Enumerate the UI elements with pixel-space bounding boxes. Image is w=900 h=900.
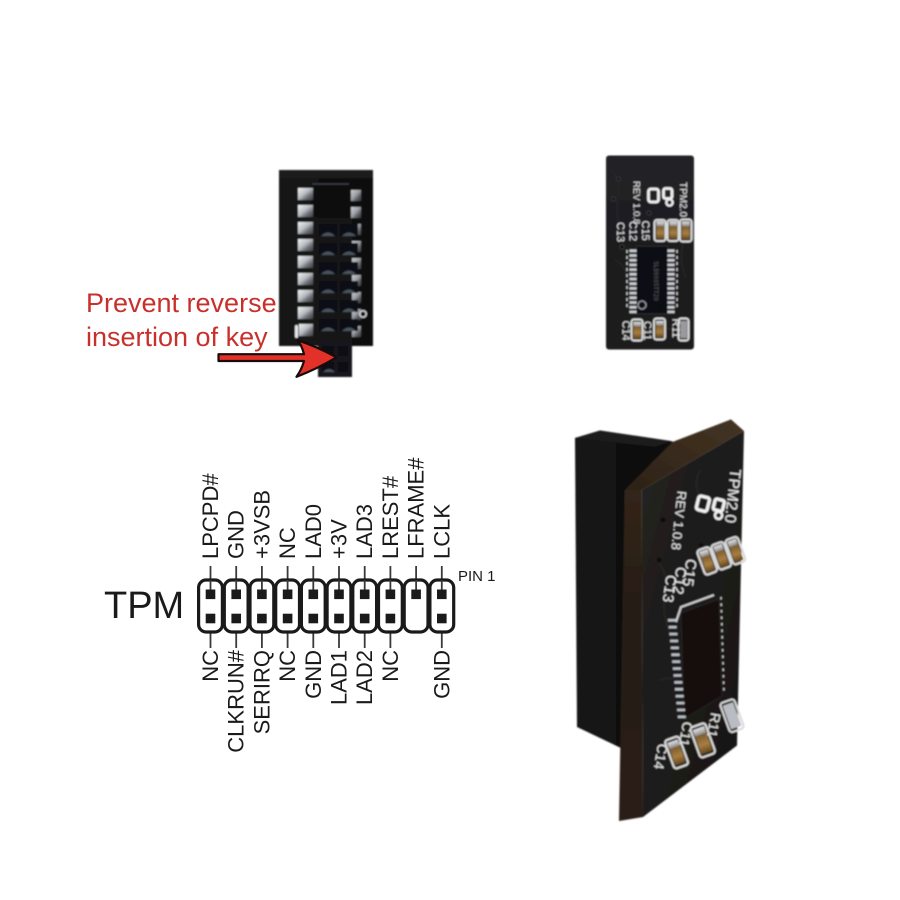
svg-text:R11: R11 [670, 319, 682, 338]
svg-text:C14: C14 [620, 321, 632, 341]
svg-text:C15: C15 [639, 221, 651, 241]
svg-text:LAD1: LAD1 [327, 650, 352, 705]
svg-text:GND: GND [224, 510, 249, 559]
svg-text:CLKRUN#: CLKRUN# [224, 649, 249, 752]
svg-text:LAD2: LAD2 [352, 650, 377, 705]
svg-text:C11: C11 [641, 321, 653, 340]
svg-text:+3V: +3V [327, 519, 352, 559]
svg-text:NC: NC [275, 650, 300, 682]
svg-text:insertion of key: insertion of key [86, 322, 268, 352]
svg-text:+3VSB: +3VSB [249, 490, 274, 559]
svg-text:NC: NC [378, 650, 403, 682]
svg-text:LFRAME#: LFRAME# [404, 457, 429, 559]
svg-text:LAD0: LAD0 [301, 504, 326, 559]
svg-text:TPM2.0: TPM2.0 [721, 468, 744, 524]
svg-text:NC: NC [275, 527, 300, 559]
svg-text:LCLK: LCLK [429, 504, 454, 559]
svg-text:TPM2.0: TPM2.0 [677, 182, 688, 217]
svg-text:SERIRQ: SERIRQ [249, 650, 274, 734]
svg-text:TPM: TPM [104, 585, 184, 627]
svg-text:C12: C12 [669, 566, 690, 596]
svg-text:NC: NC [198, 650, 223, 682]
svg-text:C12: C12 [627, 221, 639, 241]
svg-text:GND: GND [429, 650, 454, 699]
svg-text:C15: C15 [679, 558, 700, 588]
svg-text:LPCPD#: LPCPD# [198, 473, 223, 559]
svg-text:Prevent reverse: Prevent reverse [86, 288, 277, 318]
svg-text:C13: C13 [659, 574, 680, 604]
svg-text:C14: C14 [651, 743, 671, 771]
svg-text:SLB9665TT20: SLB9665TT20 [652, 261, 659, 301]
svg-text:GND: GND [301, 650, 326, 699]
svg-text:LAD3: LAD3 [352, 504, 377, 559]
svg-text:LREST#: LREST# [378, 475, 403, 559]
svg-text:REV 1.0.8: REV 1.0.8 [668, 490, 689, 551]
svg-text:C13: C13 [614, 222, 626, 242]
svg-text:PIN 1: PIN 1 [458, 568, 496, 585]
svg-text:REV 1.0.8: REV 1.0.8 [631, 181, 642, 224]
